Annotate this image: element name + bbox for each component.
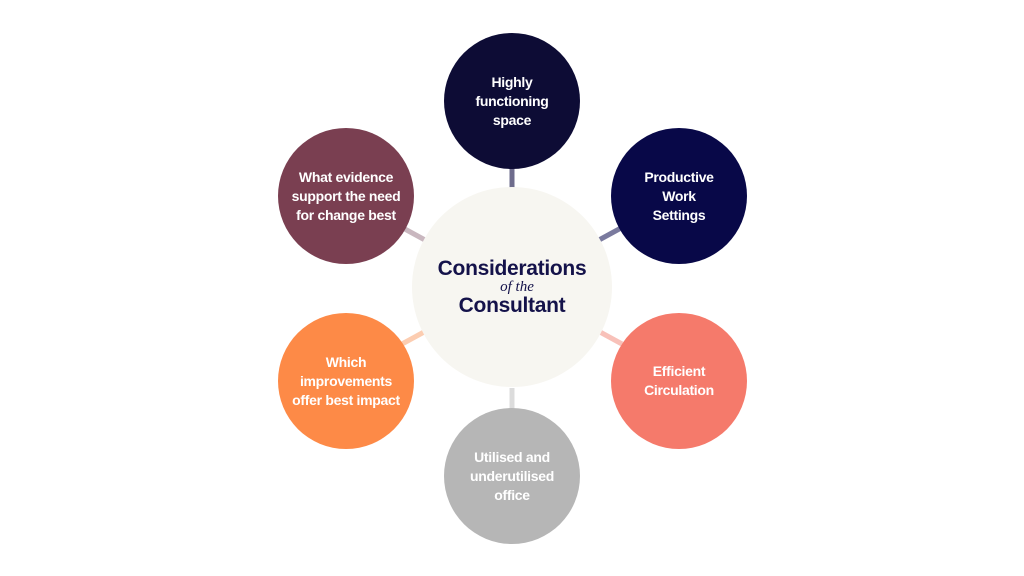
node-efficient-circulation: Efficient Circulation bbox=[611, 313, 747, 449]
node-what-evidence-support-the-need: What evidence support the need for chang… bbox=[278, 128, 414, 264]
center-title-line3: Consultant bbox=[458, 294, 566, 317]
node-productive-work-settings: Productive Work Settings bbox=[611, 128, 747, 264]
connector-efficient-circulation bbox=[598, 329, 624, 347]
node-label: Utilised and underutilised office bbox=[470, 448, 554, 503]
node-utilised-and-underutilised-office: Utilised and underutilised office bbox=[444, 408, 580, 544]
node-label: Productive Work Settings bbox=[644, 168, 714, 223]
center-title-line2: of the bbox=[500, 279, 534, 295]
connector-which-improvements-offer-best-impact bbox=[400, 329, 426, 347]
node-which-improvements-offer-best-impact: Which improvements offer best impact bbox=[278, 313, 414, 449]
node-label: What evidence support the need for chang… bbox=[291, 168, 401, 223]
node-label: Efficient Circulation bbox=[644, 363, 714, 398]
connector-what-evidence-support-the-need bbox=[401, 225, 427, 243]
node-highly-functioning-space: Highly functioning space bbox=[444, 33, 580, 169]
center-circle: Considerations of the Consultant bbox=[412, 187, 612, 387]
connector-productive-work-settings bbox=[597, 225, 623, 243]
node-label: Highly functioning space bbox=[475, 73, 549, 128]
node-label: Which improvements offer best impact bbox=[292, 353, 400, 408]
center-title-line1: Considerations bbox=[437, 257, 587, 280]
